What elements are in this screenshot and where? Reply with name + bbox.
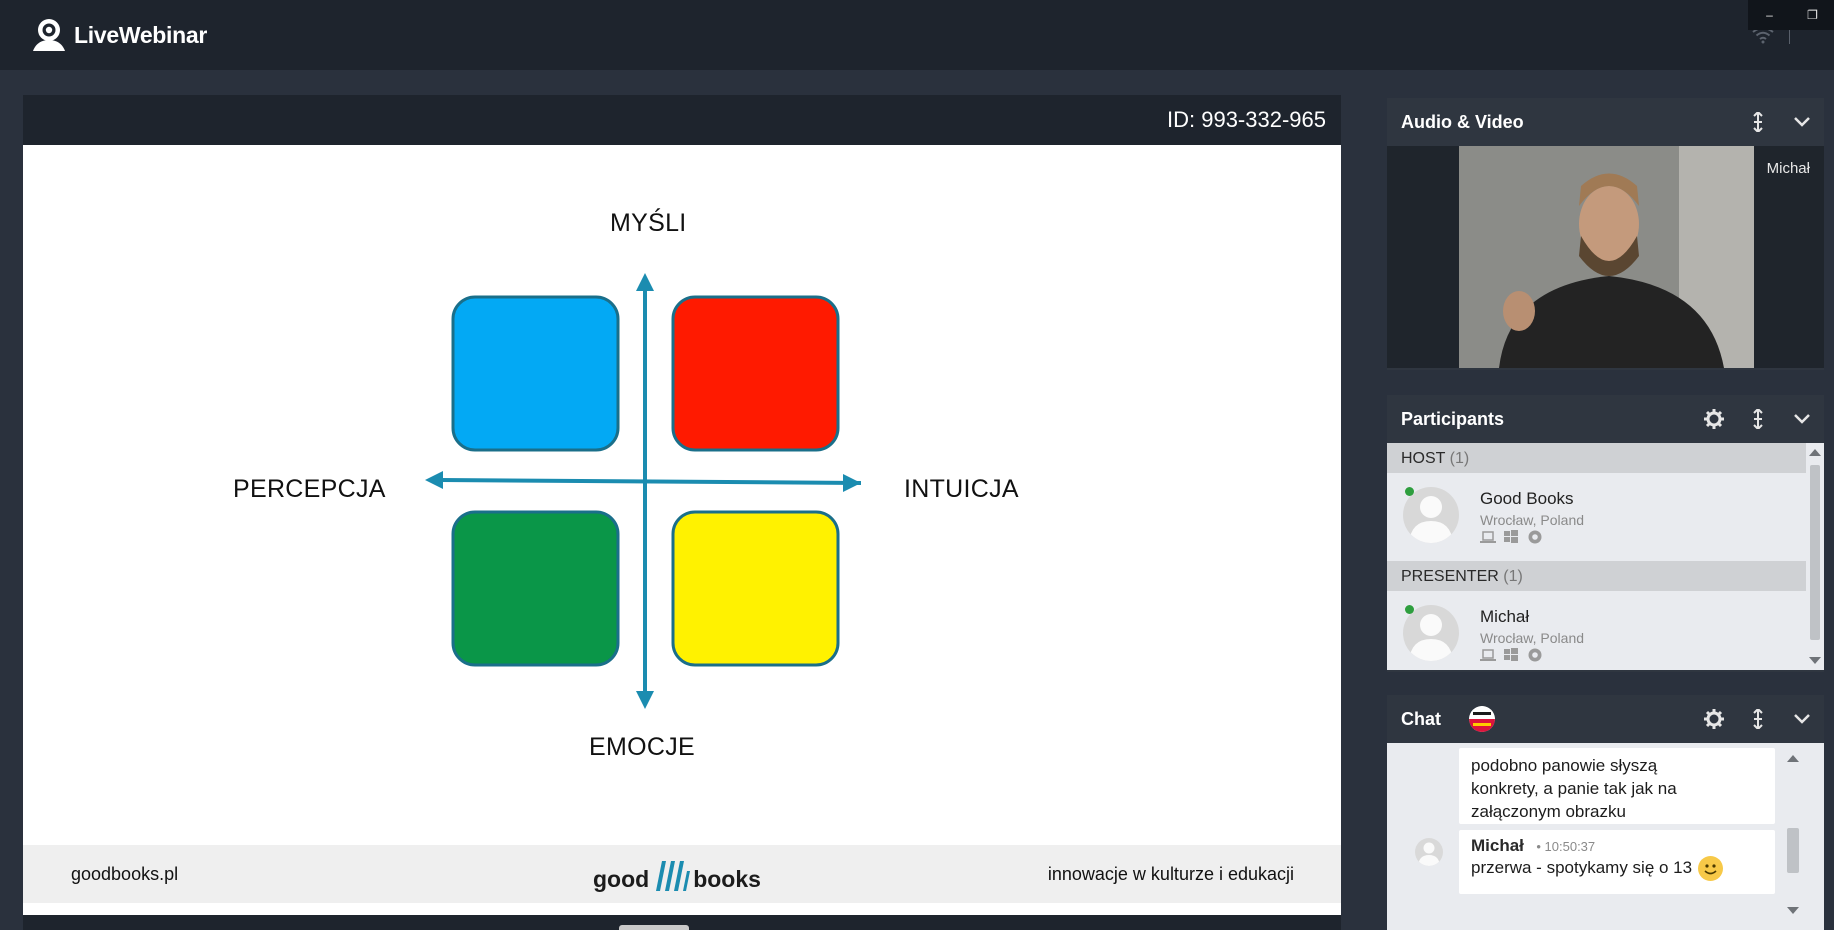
quadrant-bottom-left (451, 510, 620, 667)
participants-panel: Participants HOST (1) Good Books Wrocław… (1387, 395, 1824, 672)
webinar-id: ID: 993-332-965 (1167, 107, 1326, 132)
slide-label-top: MYŚLI (610, 209, 687, 237)
gear-icon[interactable] (1700, 707, 1728, 731)
toolbar-divider (1789, 28, 1790, 44)
stage-bottom-bar (23, 915, 1341, 930)
scroll-up-arrow-icon[interactable] (1809, 449, 1821, 456)
participant-name: Michał (1480, 607, 1530, 626)
group-header-host[interactable]: HOST (1) (1387, 443, 1806, 473)
restore-button[interactable]: ❐ (1807, 8, 1818, 22)
footer-tagline: innowacje w kulturze i edukacji (1047, 864, 1294, 884)
window-controls: – ❐ (1748, 0, 1834, 30)
presenter-person-image (1459, 146, 1754, 368)
group-name: PRESENTER (1401, 568, 1499, 585)
app-name: LiveWebinar (74, 21, 208, 48)
logo-word-good: good (593, 866, 650, 892)
footer-website: goodbooks.pl (71, 864, 179, 884)
message-text: przerwa - spotykamy się o 13 (1471, 858, 1693, 877)
panel-header: Participants (1387, 395, 1824, 443)
message-line: podobno panowie słyszą (1471, 756, 1658, 775)
slide-label-bottom: EMOCJE (589, 733, 695, 761)
windows-icon (1504, 530, 1520, 544)
laptop-icon (1480, 530, 1496, 544)
drag-handle-icon[interactable] (1744, 110, 1772, 134)
minimize-button[interactable]: – (1766, 8, 1773, 22)
participant-item[interactable]: Good Books Wrocław, Poland (1387, 473, 1806, 561)
stage-toolbar-handle[interactable] (619, 925, 689, 930)
panel-header: Chat (1387, 695, 1824, 743)
avatar (1403, 605, 1459, 661)
online-status-dot (1405, 487, 1414, 496)
participant-location: Wrocław, Poland (1480, 512, 1585, 528)
scrollbar-thumb[interactable] (1810, 465, 1820, 640)
app-logo: LiveWebinar (30, 16, 207, 54)
message-author: Michał (1471, 836, 1524, 855)
video-participant-name: Michał (1766, 160, 1810, 177)
chrome-icon (1528, 530, 1544, 544)
chrome-icon (1528, 648, 1544, 662)
slide-label-left: PERCEPCJA (233, 475, 386, 503)
quadrant-top-left (451, 295, 620, 452)
scroll-down-arrow-icon[interactable] (1809, 657, 1821, 664)
collapse-chevron-icon[interactable] (1788, 110, 1816, 134)
message-line: załączonym obrazku (1471, 802, 1626, 821)
message-line: konkrety, a panie tak jak na (1471, 779, 1677, 798)
smiley-emoji-icon (1698, 856, 1724, 882)
scrollbar-thumb[interactable] (1787, 828, 1799, 873)
participants-scrollbar[interactable] (1806, 443, 1824, 670)
collapse-chevron-icon[interactable] (1788, 407, 1816, 431)
video-area: Michał (1387, 146, 1824, 368)
quadrant-top-right (671, 295, 840, 452)
group-name: HOST (1401, 450, 1446, 467)
scroll-down-arrow-icon[interactable] (1787, 907, 1799, 914)
language-flag-icon[interactable] (1469, 706, 1495, 732)
panel-title: Chat (1401, 709, 1441, 729)
quadrant-bottom-right (671, 510, 840, 667)
audio-video-panel: Audio & Video Michał (1387, 98, 1824, 370)
slide-footer: goodbooks.pl good books innowacje w kult… (23, 845, 1341, 903)
drag-handle-icon[interactable] (1744, 407, 1772, 431)
presenter-video-feed[interactable] (1459, 146, 1754, 368)
participants-list: HOST (1) Good Books Wrocław, Poland PRES… (1387, 443, 1824, 670)
collapse-chevron-icon[interactable] (1788, 707, 1816, 731)
panel-title: Participants (1401, 409, 1505, 429)
windows-icon (1504, 648, 1520, 662)
message-time: • 10:50:37 (1536, 839, 1596, 854)
participant-name: Good Books (1480, 489, 1574, 508)
laptop-icon (1480, 648, 1496, 662)
participant-location: Wrocław, Poland (1480, 630, 1585, 646)
panel-title: Audio & Video (1401, 112, 1524, 132)
slide-label-right: INTUICJA (904, 475, 1019, 503)
chat-panel: Chat podobno panowie słyszą k (1387, 695, 1824, 930)
quadrant-diagram (425, 273, 862, 709)
chat-message: Michał • 10:50:37 przerwa - spotykamy si… (1459, 830, 1775, 894)
chat-message: podobno panowie słyszą konkrety, a panie… (1459, 748, 1775, 824)
presentation-slide: MYŚLI EMOCJE PERCEPCJA INTUICJA goodbook… (23, 145, 1341, 915)
group-count: (1) (1503, 568, 1523, 585)
participant-item[interactable]: Michał Wrocław, Poland (1387, 591, 1806, 670)
webcam-logo-icon (30, 17, 68, 53)
diagram-axes (425, 273, 862, 709)
group-count: (1) (1449, 450, 1470, 467)
gear-icon[interactable] (1700, 407, 1728, 431)
chat-scrollbar[interactable] (1784, 743, 1802, 930)
avatar (1403, 487, 1459, 543)
avatar (1415, 838, 1443, 866)
books-bars-icon (656, 861, 691, 891)
goodbooks-logo: good books (593, 855, 761, 891)
online-status-dot (1405, 605, 1414, 614)
top-bar: LiveWebinar – ❐ (0, 0, 1834, 70)
panel-header: Audio & Video (1387, 98, 1824, 146)
presentation-stage: ID: 993-332-965 MYŚLI EMOCJE PERCEPCJA I… (23, 95, 1341, 930)
scroll-up-arrow-icon[interactable] (1787, 755, 1799, 762)
group-header-presenter[interactable]: PRESENTER (1) (1387, 561, 1806, 591)
drag-handle-icon[interactable] (1744, 707, 1772, 731)
stage-header: ID: 993-332-965 (23, 95, 1341, 145)
chat-messages: podobno panowie słyszą konkrety, a panie… (1387, 743, 1824, 930)
logo-word-books: books (693, 866, 761, 892)
